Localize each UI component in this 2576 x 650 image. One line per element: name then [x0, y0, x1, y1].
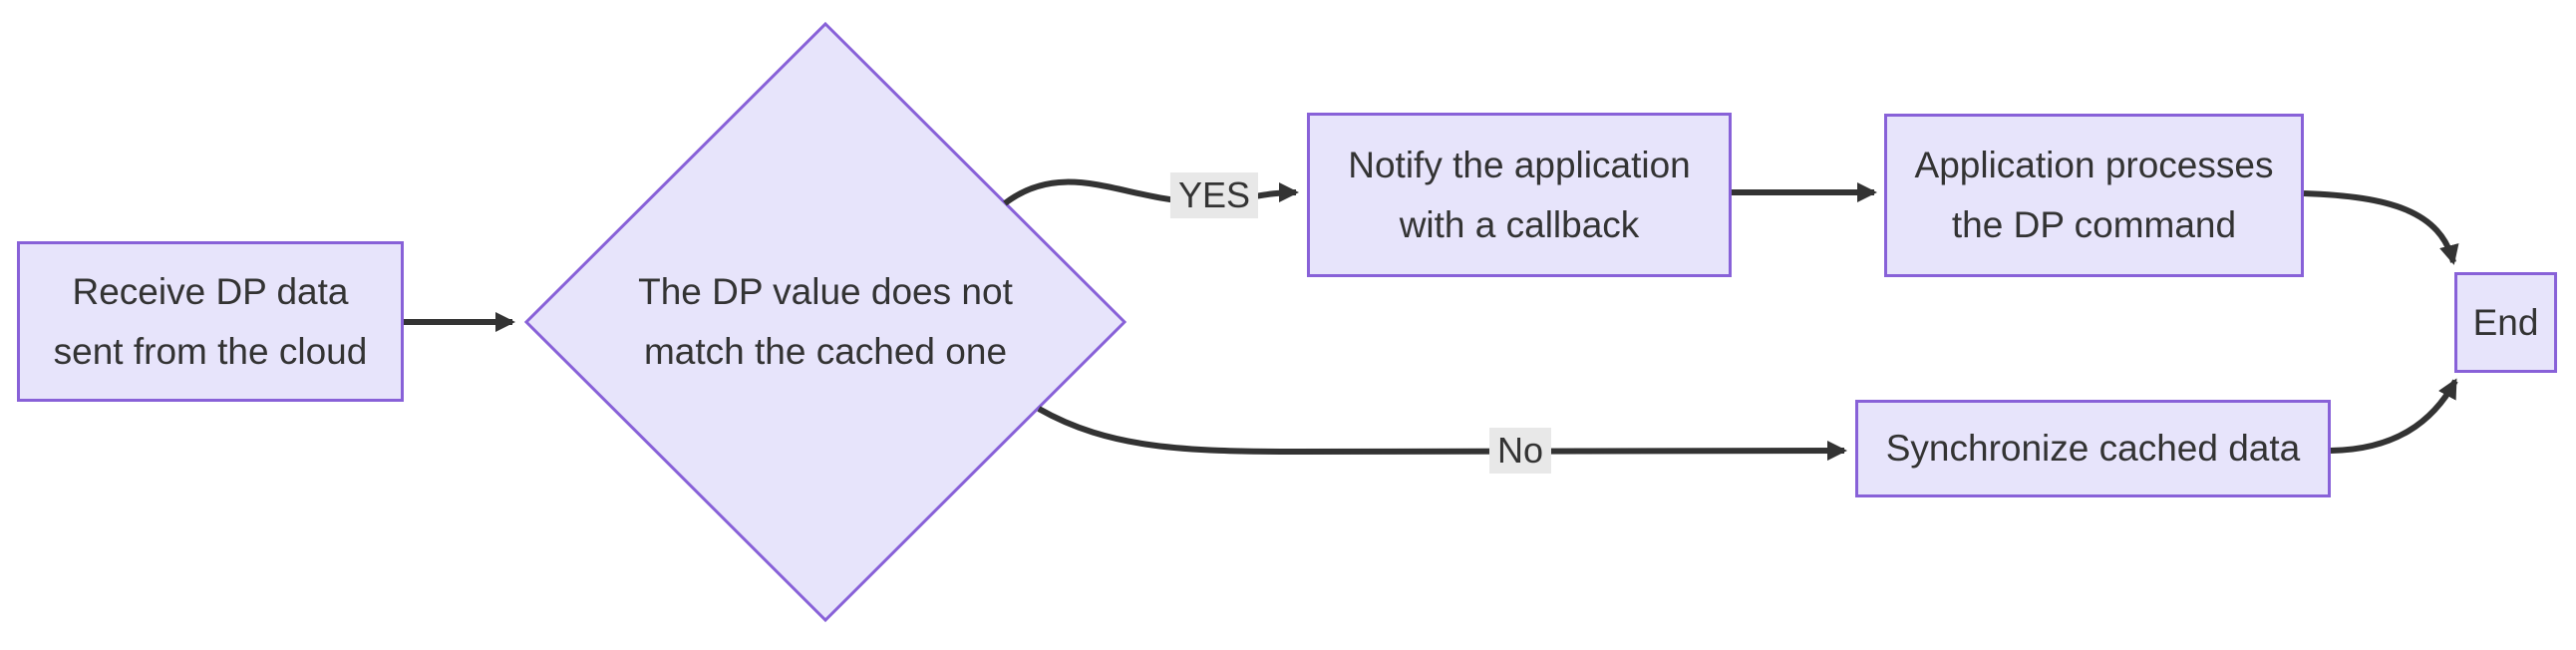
node-decision-label-line1: The DP value does not: [638, 271, 1013, 312]
node-end-label: End: [2454, 272, 2557, 373]
node-decision-label-line2: match the cached one: [643, 331, 1008, 372]
node-process-label-line1: Application processes: [1914, 145, 2274, 185]
edge-process-to-end: [2303, 190, 2459, 265]
node-end: [2454, 272, 2557, 373]
node-notify-label: Notify the application with a callback: [1307, 113, 1732, 277]
node-notify: [1307, 113, 1732, 277]
node-process: [1884, 114, 2304, 277]
node-start-label: Receive DP data sent from the cloud: [17, 241, 404, 402]
node-process-label: Application processes the DP command: [1884, 114, 2304, 277]
node-start-label-line1: Receive DP data: [72, 270, 349, 312]
node-notify-label-line1: Notify the application: [1348, 144, 1691, 185]
node-start: [17, 241, 404, 402]
edge-sync-to-end: [2330, 378, 2458, 454]
node-decision-label: The DP value does not match the cached o…: [566, 202, 1085, 442]
node-start-label-line2: sent from the cloud: [53, 330, 368, 372]
edge-label-no: No: [1488, 428, 1552, 474]
node-notify-label-line2: with a callback: [1399, 203, 1640, 245]
edge-decision-to-sync-no: [1037, 406, 1847, 462]
node-sync-label: Synchronize cached data: [1855, 400, 2331, 497]
node-sync: [1855, 400, 2331, 497]
node-end-label-line1: End: [2472, 301, 2539, 343]
edge-label-yes: YES: [1169, 172, 1259, 218]
node-sync-label-line1: Synchronize cached data: [1885, 428, 2301, 469]
node-process-label-line2: the DP command: [1951, 204, 2237, 245]
